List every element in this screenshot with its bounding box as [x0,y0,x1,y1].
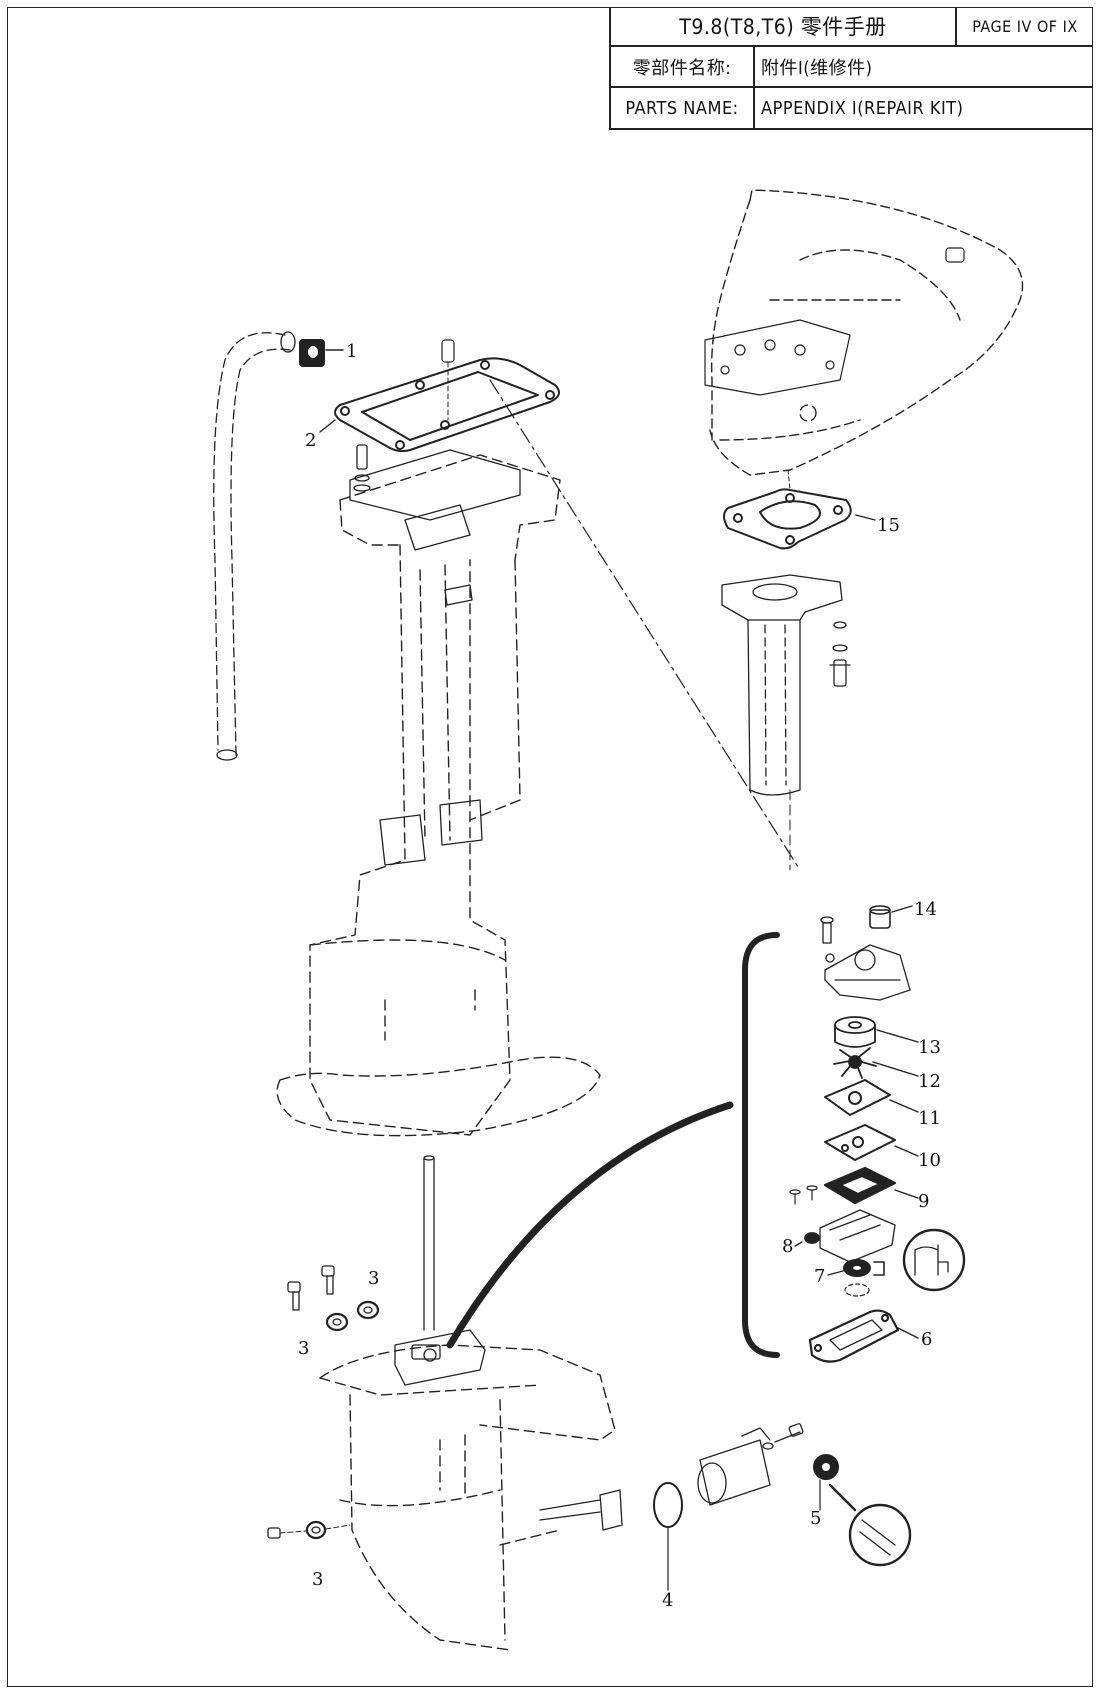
manual-title: T9.8(T8,T6) 零件手册 [611,7,957,47]
bolt-and-washers-right [829,621,851,687]
grommet-1 [299,339,325,367]
sleeve-7-bracket [873,1261,885,1276]
callout-labels: 1 2 3 3 3 4 5 6 7 8 9 10 11 12 13 14 15 [298,341,941,1611]
prop-shaft-bolt [762,1423,804,1450]
callout-9: 9 [918,1191,929,1212]
parts-name-value-en: APPENDIX Ⅰ(REPAIR KIT) [761,97,964,119]
parts-name-label-cn: 零部件名称: [611,47,755,88]
seal-5-detail-circle [828,1483,912,1567]
powerhead-base-detail [704,247,965,396]
callout-8: 8 [782,1236,793,1257]
driveshaft [423,1155,435,1331]
propeller-shaft-housing [539,1427,771,1531]
impeller-12 [833,1047,877,1079]
callout-6: 6 [921,1329,932,1350]
gasket-6 [808,1309,900,1363]
pump-bolt-top [820,916,834,944]
parts-name-label-en: PARTS NAME: [611,88,755,128]
water-hose [213,332,291,761]
lower-unit-gearcase [319,1344,616,1651]
o-ring-small [844,1283,870,1297]
bolts-left-lower [267,1265,380,1540]
gasket-11 [824,1079,891,1116]
powerhead-base-outline [709,189,1024,476]
callout-3b: 3 [298,1338,309,1359]
gasket-9 [823,1166,897,1205]
callout-12: 12 [918,1071,941,1092]
callout-2: 2 [305,430,316,451]
callout-15: 15 [877,515,900,536]
grommet-14 [869,905,891,929]
insert-cartridge-13 [834,1016,876,1048]
callout-3c: 3 [312,1569,323,1590]
pump-base [819,1209,896,1263]
repair-kit-bracket [742,932,780,1358]
pump-housing [824,944,911,1001]
seal-5 [813,1454,839,1480]
callout-14: 14 [914,899,937,920]
gasket-15 [723,488,852,550]
callout-4: 4 [662,1590,673,1611]
sleeve-7-detail-circle [902,1228,966,1292]
exhaust-guide [721,574,843,796]
title-block: T9.8(T8,T6) 零件手册 PAGE IV OF IX 零部件名称: 附件… [609,7,1093,130]
page-frame [7,7,1093,1687]
lower-unit-solid-details [394,1329,486,1386]
callout-1: 1 [346,341,357,362]
page-indicator: PAGE IV OF IX [957,7,1093,47]
callout-11: 11 [918,1108,941,1129]
callout-13: 13 [918,1037,941,1058]
o-ring-4 [653,1482,683,1528]
dowel-pin [441,339,455,363]
callout-3a: 3 [368,1268,379,1289]
callout-10: 10 [918,1150,941,1171]
callout-5: 5 [810,1508,821,1529]
outer-plate-10 [824,1124,896,1161]
kit-bracket-leader [446,1101,734,1349]
upper-casing-solid-details [349,449,521,866]
sleeve-7 [843,1259,871,1277]
parts-name-value-cn: 附件Ⅰ(维修件) [755,47,1093,88]
alignment-leader-long [489,379,801,871]
upper-bolt [353,444,371,492]
callout-7: 7 [814,1266,825,1287]
pump-screws [789,1185,818,1205]
upper-casing [276,454,601,1137]
gasket-2 [334,357,560,453]
seal-8 [804,1232,820,1244]
